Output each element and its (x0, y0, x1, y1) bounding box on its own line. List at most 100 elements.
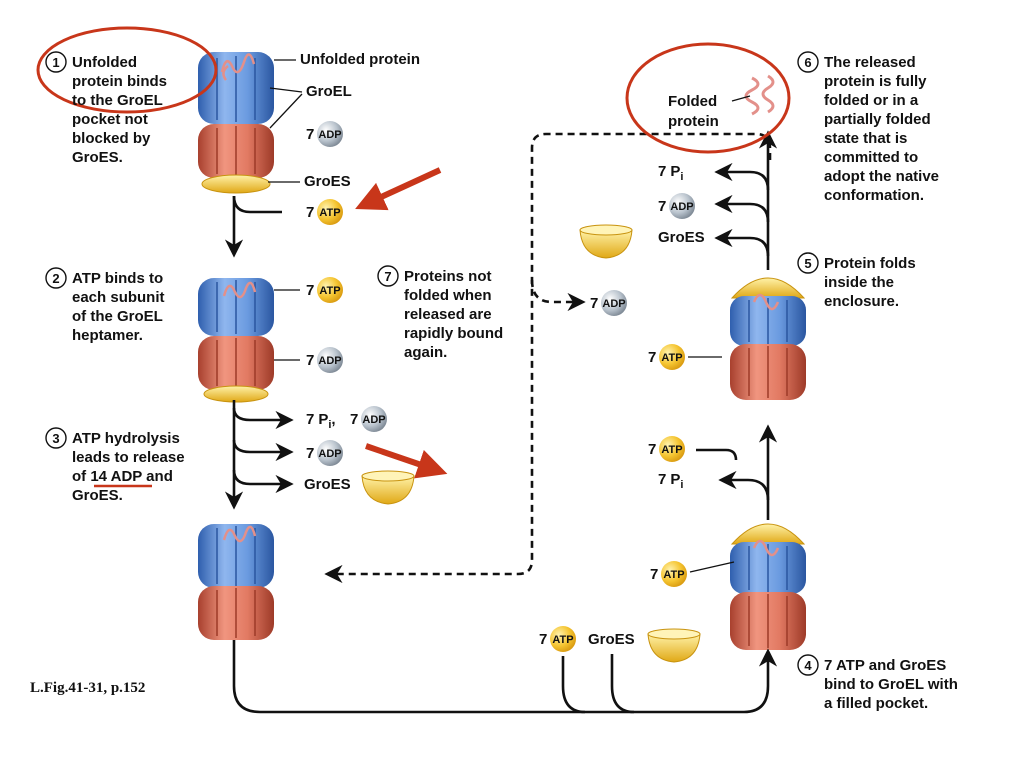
cycle-arrows (224, 130, 778, 714)
svg-text:adopt the native: adopt the native (824, 168, 939, 185)
atp-ball-5 (661, 561, 687, 587)
ball-label: ADP (670, 201, 693, 213)
atp-ball-2 (317, 277, 343, 303)
label-groes: GroES (658, 229, 705, 246)
svg-text:each subunit: each subunit (72, 289, 165, 306)
highlight-circle-folded (625, 42, 791, 154)
svg-text:pocket not: pocket not (72, 111, 148, 128)
svg-text:protein is fully: protein is fully (824, 73, 927, 90)
step-2: 2 ATP binds to each subunit of the GroEL… (45, 267, 165, 344)
svg-text:inside the: inside the (824, 274, 894, 291)
count-7: 7 (306, 352, 314, 369)
groel-complex-1 (198, 52, 274, 194)
highlight-circle-step1 (36, 26, 218, 114)
svg-text:heptamer.: heptamer. (72, 327, 143, 344)
label-folded-protein: Folded (668, 93, 717, 110)
step-1: 1 Unfolded protein binds to the GroEL po… (45, 51, 167, 166)
ball-label: ADP (318, 129, 341, 141)
step-3: 3 ATP hydrolysis leads to release of 14 … (45, 427, 185, 504)
svg-text:of the GroEL: of the GroEL (72, 308, 163, 325)
step-5: 5 Protein folds inside the enclosure. (797, 252, 916, 310)
atp-ball-1 (317, 199, 343, 225)
groel-complex-2 (198, 278, 274, 403)
folded-protein-icon (744, 74, 775, 116)
svg-text:state that is: state that is (824, 130, 907, 147)
label-groes: GroES (304, 476, 351, 493)
step-6: 6 The released protein is fully folded o… (797, 51, 939, 204)
svg-text:protein binds: protein binds (72, 73, 167, 90)
groel-complex-5 (730, 277, 806, 400)
groes-cap-free-3 (647, 628, 701, 663)
svg-text:again.: again. (404, 344, 447, 361)
label-groes: GroES (304, 173, 351, 190)
ball-label: ATP (663, 569, 684, 581)
label-unfolded-protein: Unfolded protein (300, 51, 420, 68)
ball-label: ATP (661, 444, 682, 456)
highlight-arrow-groes (365, 443, 448, 479)
step-7: 7 Proteins not folded when released are … (377, 265, 503, 361)
svg-text:a filled pocket.: a filled pocket. (824, 695, 928, 712)
groes-cap-free-1 (361, 470, 415, 505)
atp-ball-3 (659, 344, 685, 370)
svg-text:6: 6 (804, 55, 811, 70)
svg-text:5: 5 (804, 256, 811, 271)
adp-ball-2 (317, 347, 343, 373)
svg-text:to the GroEL: to the GroEL (72, 92, 163, 109)
svg-text:3: 3 (52, 431, 59, 446)
ball-label: ATP (661, 352, 682, 364)
svg-text:2: 2 (52, 271, 59, 286)
svg-text:blocked by: blocked by (72, 130, 151, 147)
ball-label: ATP (552, 634, 573, 646)
groel-complex-3 (198, 524, 274, 640)
svg-text:rapidly bound: rapidly bound (404, 325, 503, 342)
ball-label: ADP (318, 448, 341, 460)
count-7: 7 (648, 349, 656, 366)
svg-text:4: 4 (804, 658, 812, 673)
unfolded-protein-chain (220, 53, 256, 81)
atp-ball-6 (550, 626, 576, 652)
svg-text:conformation.: conformation. (824, 187, 924, 204)
adp-ball-1 (317, 121, 343, 147)
svg-text:The released: The released (824, 54, 916, 71)
svg-text:ATP hydrolysis: ATP hydrolysis (72, 430, 180, 447)
svg-text:Unfolded: Unfolded (72, 54, 137, 71)
count-7: 7 (648, 441, 656, 458)
svg-text:bind to GroEL with: bind to GroEL with (824, 676, 958, 693)
dashed-return-arrows (324, 132, 772, 584)
groel-complex-4 (730, 523, 806, 650)
adp-ball-4 (317, 440, 343, 466)
svg-text:1: 1 (52, 55, 59, 70)
ball-label: ATP (319, 285, 340, 297)
count-7: 7 (306, 126, 314, 143)
count-7: 7 (306, 282, 314, 299)
svg-text:GroES.: GroES. (72, 487, 123, 504)
svg-text:partially folded: partially folded (824, 111, 931, 128)
count-7: 7 (306, 204, 314, 221)
label-groel: GroEL (306, 83, 352, 100)
svg-text:committed to: committed to (824, 149, 918, 166)
svg-text:7 ATP and GroES: 7 ATP and GroES (824, 657, 946, 674)
ball-label: ADP (362, 414, 385, 426)
svg-text:leads to release: leads to release (72, 449, 185, 466)
ball-label: ADP (602, 298, 625, 310)
svg-text:released are: released are (404, 306, 492, 323)
count-7: 7 (350, 411, 358, 428)
svg-text:Proteins not: Proteins not (404, 268, 492, 285)
svg-text:folded when: folded when (404, 287, 492, 304)
count-7: 7 (650, 566, 658, 583)
highlight-arrow-atp (355, 167, 442, 211)
ball-label: ADP (318, 355, 341, 367)
count-7: 7 (539, 631, 547, 648)
svg-text:7: 7 (384, 269, 391, 284)
groes-cap-free-2 (579, 224, 633, 259)
step-4: 4 7 ATP and GroES bind to GroEL with a f… (797, 654, 958, 712)
adp-ball-5 (601, 290, 627, 316)
adp-ball-6 (669, 193, 695, 219)
label-folded-protein: protein (668, 113, 719, 130)
count-7: 7 (658, 198, 666, 215)
